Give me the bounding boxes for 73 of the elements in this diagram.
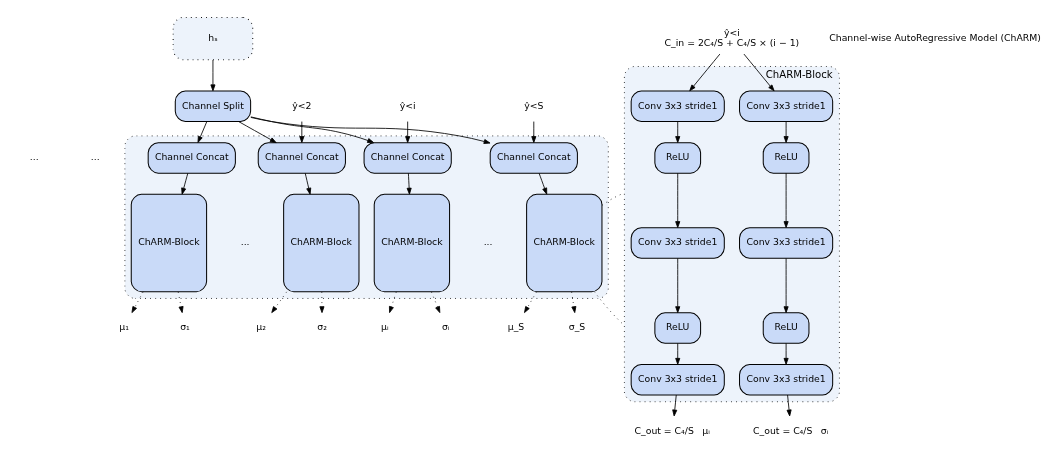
- node-box: Channel Split: [174, 90, 252, 122]
- node-text: μ₁: [119, 320, 129, 332]
- arrow: [531, 120, 537, 143]
- arrow: [783, 342, 789, 365]
- arrow: [405, 120, 411, 143]
- arrow: [406, 172, 412, 195]
- arrow: [304, 172, 312, 195]
- arrow: [177, 290, 184, 313]
- node-text: σᵢ: [441, 320, 450, 332]
- label: Channel-wise AutoRegressive Model (ChARM): [829, 31, 1041, 43]
- arrow: [524, 290, 537, 313]
- label: ...: [483, 235, 493, 247]
- arrow: [675, 120, 681, 143]
- node-box: ReLU: [762, 141, 810, 174]
- node-box: Conv 3x3 stride1: [630, 226, 725, 259]
- label: ...: [240, 235, 250, 247]
- label: ...: [29, 150, 39, 162]
- label: ...: [90, 150, 100, 162]
- arrow: [430, 290, 441, 313]
- node-label: C_out = C₄/S: [634, 424, 694, 436]
- node-text: μᵢ: [702, 424, 710, 436]
- node-box: Conv 3x3 stride1: [739, 226, 834, 259]
- arrow: [689, 53, 721, 91]
- node-box: Conv 3x3 stride1: [739, 90, 834, 122]
- node-text: σᵢ: [820, 424, 829, 436]
- node-box: ReLU: [762, 311, 810, 344]
- node-box: Conv 3x3 stride1: [630, 363, 725, 395]
- node-text: μᵢ: [381, 320, 389, 332]
- arrow: [783, 120, 789, 143]
- node-text: σ_S: [568, 320, 586, 332]
- arrow: [675, 172, 681, 228]
- node-box: hₛ: [172, 16, 254, 60]
- node-text: μ₂: [256, 320, 267, 332]
- arrow: [675, 257, 681, 313]
- arrow: [672, 394, 678, 416]
- arrow: [181, 172, 189, 195]
- arrow: [250, 116, 491, 144]
- node-text: σ₁: [180, 320, 190, 332]
- arrow: [389, 290, 397, 313]
- node-box: Channel Concat: [363, 141, 452, 174]
- arrow: [197, 120, 208, 143]
- arrow: [743, 53, 775, 91]
- arrow: [675, 342, 681, 365]
- arrow: [783, 172, 789, 228]
- arrow: [538, 172, 548, 195]
- arrow: [238, 120, 277, 143]
- node-box: ChARM-Block: [130, 193, 208, 292]
- node-box: ChARM-Block: [283, 193, 360, 292]
- node-text: ŷ<i: [399, 99, 416, 111]
- node-label: C_out = C₄/S: [753, 424, 813, 436]
- node-text: ŷ<S: [524, 99, 544, 111]
- node-box: Channel Concat: [147, 141, 236, 174]
- node-text: μ_S: [507, 320, 525, 332]
- node-text: ŷ<i C_in = 2C₄/S + C₄/S × (i − 1): [664, 26, 800, 48]
- arrow: [786, 394, 792, 416]
- arrow: [571, 290, 577, 313]
- node-box: Conv 3x3 stride1: [739, 363, 834, 395]
- node-text: ŷ<2: [292, 99, 312, 111]
- node-box: Conv 3x3 stride1: [630, 90, 725, 122]
- arrow: [319, 290, 325, 313]
- node-text: σ₂: [317, 320, 327, 332]
- arrow: [250, 115, 375, 143]
- node-box: Channel Concat: [489, 141, 578, 174]
- arrow: [783, 257, 789, 313]
- arrow: [271, 290, 288, 313]
- node-box: ChARM-Block: [373, 193, 451, 292]
- arrow: [210, 59, 216, 91]
- node-box: Channel Concat: [257, 141, 346, 174]
- node-box: ChARM-Block: [526, 193, 603, 292]
- connector: [593, 290, 625, 326]
- arrow: [299, 120, 305, 143]
- node-box: ReLU: [654, 311, 702, 344]
- node-box: ReLU: [654, 141, 702, 174]
